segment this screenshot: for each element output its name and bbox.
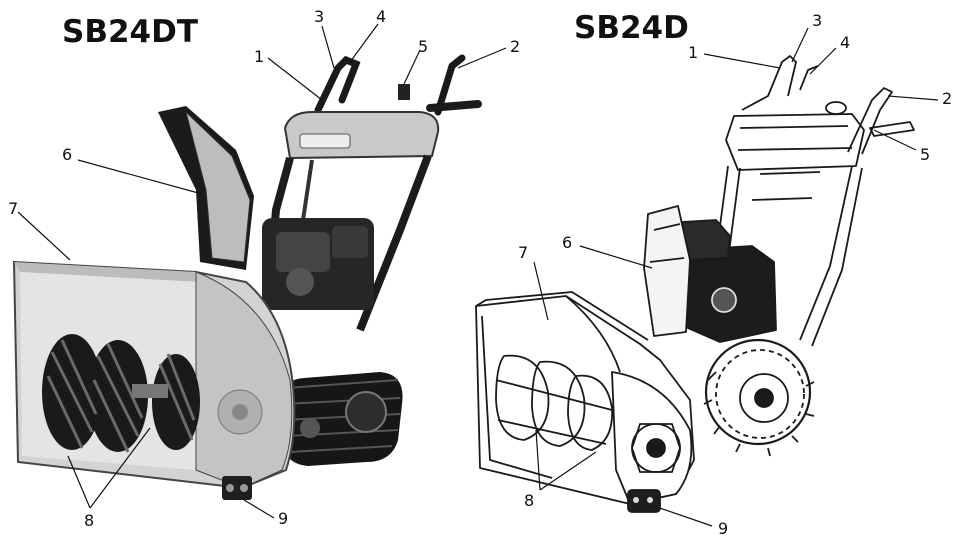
callout-left-1: 1 <box>254 47 264 66</box>
callout-right-7: 7 <box>518 243 528 262</box>
callout-left-7: 7 <box>8 199 18 218</box>
callout-right-1: 1 <box>688 43 698 62</box>
callout-left-6: 6 <box>62 145 72 164</box>
callout-left-4: 4 <box>376 7 386 26</box>
callout-left-9: 9 <box>278 509 288 528</box>
model-title-sb24d: SB24D <box>574 10 689 46</box>
callout-right-5: 5 <box>920 145 930 164</box>
callout-right-6: 6 <box>562 233 572 252</box>
callout-left-5: 5 <box>418 37 428 56</box>
callout-left-8: 8 <box>84 511 94 530</box>
callout-right-3: 3 <box>812 11 822 30</box>
sb24dt-illustration <box>12 54 482 500</box>
callout-right-9: 9 <box>718 519 728 537</box>
sb24d-illustration <box>475 55 915 513</box>
callout-left-2: 2 <box>510 37 520 56</box>
callout-right-2: 2 <box>942 89 952 108</box>
callout-right-4: 4 <box>840 33 850 52</box>
leader-lines <box>17 23 939 527</box>
callout-left-3: 3 <box>314 7 324 26</box>
callout-right-8: 8 <box>524 491 534 510</box>
model-title-sb24dt: SB24DT <box>62 14 198 50</box>
